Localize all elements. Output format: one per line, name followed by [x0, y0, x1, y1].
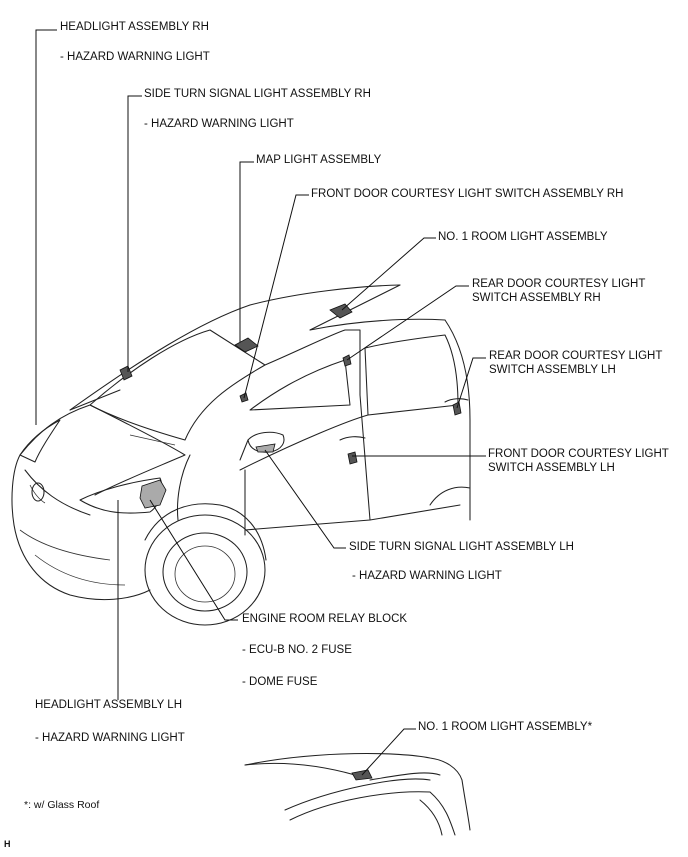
glass-roof-car-inset: [244, 752, 471, 836]
side-turn-lh-part: [255, 443, 276, 453]
rear-door-lh-switch-part: [452, 401, 462, 416]
side-turn-rh-part: [119, 365, 133, 381]
label-rear-door-lh: REAR DOOR COURTESY LIGHT SWITCH ASSEMBLY…: [489, 349, 662, 377]
label-engine-relay-sub2: - DOME FUSE: [242, 676, 318, 688]
engine-relay-block-part: [139, 479, 167, 509]
label-rear-door-lh-line1: REAR DOOR COURTESY LIGHT: [489, 350, 663, 362]
corner-mark: H: [4, 839, 11, 849]
label-headlight-rh: HEADLIGHT ASSEMBLY RH: [60, 21, 209, 33]
label-rear-door-rh: REAR DOOR COURTESY LIGHT SWITCH ASSEMBLY…: [472, 277, 645, 305]
label-rear-door-lh-line2: SWITCH ASSEMBLY LH: [489, 364, 616, 376]
label-front-door-rh: FRONT DOOR COURTESY LIGHT SWITCH ASSEMBL…: [311, 188, 624, 200]
leader-lines: [35, 29, 486, 776]
label-room-light-glass: NO. 1 ROOM LIGHT ASSEMBLY*: [418, 721, 593, 733]
label-room-light-1: NO. 1 ROOM LIGHT ASSEMBLY: [438, 231, 608, 243]
label-front-door-lh-line1: FRONT DOOR COURTESY LIGHT: [488, 448, 669, 460]
room-light-1-part: [329, 303, 353, 319]
label-map-light: MAP LIGHT ASSEMBLY: [256, 154, 382, 166]
label-side-turn-rh: SIDE TURN SIGNAL LIGHT ASSEMBLY RH: [144, 88, 371, 100]
label-rear-door-rh-line1: REAR DOOR COURTESY LIGHT: [472, 278, 646, 290]
label-side-turn-rh-sub: - HAZARD WARNING LIGHT: [144, 118, 294, 130]
label-side-turn-lh-sub: - HAZARD WARNING LIGHT: [352, 570, 502, 582]
map-light-part: [234, 337, 259, 353]
label-headlight-rh-sub: - HAZARD WARNING LIGHT: [60, 51, 210, 63]
label-engine-relay: ENGINE ROOM RELAY BLOCK: [242, 613, 408, 625]
label-headlight-lh-sub: - HAZARD WARNING LIGHT: [35, 732, 185, 744]
car-body: [11, 284, 471, 626]
label-headlight-lh: HEADLIGHT ASSEMBLY LH: [35, 699, 183, 711]
label-engine-relay-sub1: - ECU-B NO. 2 FUSE: [242, 644, 352, 656]
rear-door-rh-switch-part: [342, 354, 352, 367]
label-front-door-lh-line2: SWITCH ASSEMBLY LH: [488, 462, 615, 474]
label-front-door-lh: FRONT DOOR COURTESY LIGHT SWITCH ASSEMBL…: [488, 447, 669, 475]
front-door-lh-switch-part: [347, 451, 358, 465]
label-rear-door-rh-line2: SWITCH ASSEMBLY RH: [472, 292, 601, 304]
footnote: *: w/ Glass Roof: [24, 799, 100, 811]
label-side-turn-lh: SIDE TURN SIGNAL LIGHT ASSEMBLY LH: [349, 541, 574, 553]
